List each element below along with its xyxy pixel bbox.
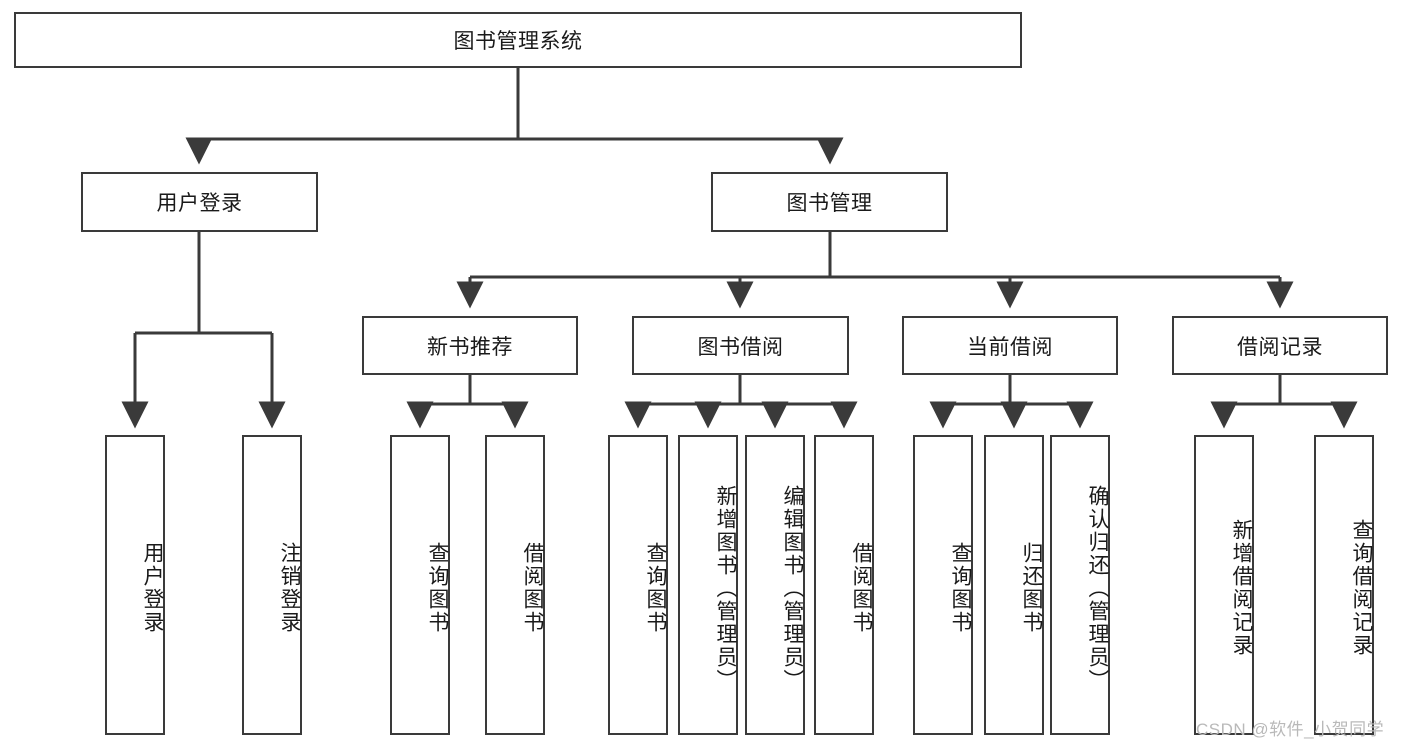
leaf-query-book-current-label: 查询图书: [949, 542, 972, 634]
leaf-return-book-label: 归还图书: [1020, 542, 1043, 634]
leaf-add-book-admin[interactable]: 新增图书（管理员）: [678, 435, 738, 735]
node-user-login[interactable]: 用户登录: [81, 172, 318, 232]
leaf-edit-book-admin-label: 编辑图书（管理员）: [781, 484, 804, 692]
csdn-watermark: CSDN @软件_小贺同学: [1196, 720, 1385, 739]
leaf-query-borrow-record-label: 查询借阅记录: [1350, 519, 1373, 657]
node-book-management[interactable]: 图书管理: [711, 172, 948, 232]
node-root[interactable]: 图书管理系统: [14, 12, 1022, 68]
leaf-edit-book-admin[interactable]: 编辑图书（管理员）: [745, 435, 805, 735]
node-borrow-record[interactable]: 借阅记录: [1172, 316, 1388, 375]
leaf-logout-login[interactable]: 注销登录: [242, 435, 302, 735]
leaf-borrow-book-label: 借阅图书: [850, 542, 873, 634]
leaf-confirm-return-admin-label: 确认归还（管理员）: [1086, 484, 1109, 692]
node-book-management-label: 图书管理: [786, 192, 873, 215]
leaf-return-book[interactable]: 归还图书: [984, 435, 1044, 735]
leaf-add-borrow-record-label: 新增借阅记录: [1230, 519, 1253, 657]
node-current-borrow-label: 当前借阅: [967, 335, 1053, 359]
leaf-query-borrow-record[interactable]: 查询借阅记录: [1314, 435, 1374, 735]
leaf-query-book-recommend-label: 查询图书: [426, 542, 449, 634]
leaf-borrow-book[interactable]: 借阅图书: [814, 435, 874, 735]
node-new-book-recommend[interactable]: 新书推荐: [362, 316, 578, 375]
leaf-user-login-label: 用户登录: [141, 542, 164, 634]
leaf-query-book-borrow-label: 查询图书: [644, 542, 667, 634]
node-book-borrow[interactable]: 图书借阅: [632, 316, 849, 375]
node-current-borrow[interactable]: 当前借阅: [902, 316, 1118, 375]
leaf-logout-login-label: 注销登录: [278, 542, 301, 634]
leaf-add-borrow-record[interactable]: 新增借阅记录: [1194, 435, 1254, 735]
node-book-borrow-label: 图书借阅: [697, 335, 784, 359]
leaf-borrow-book-recommend-label: 借阅图书: [521, 542, 544, 634]
leaf-add-book-admin-label: 新增图书（管理员）: [714, 484, 737, 692]
node-borrow-record-label: 借阅记录: [1237, 335, 1323, 359]
leaf-query-book-current[interactable]: 查询图书: [913, 435, 973, 735]
leaf-query-book-recommend[interactable]: 查询图书: [390, 435, 450, 735]
leaf-confirm-return-admin[interactable]: 确认归还（管理员）: [1050, 435, 1110, 735]
leaf-borrow-book-recommend[interactable]: 借阅图书: [485, 435, 545, 735]
leaf-query-book-borrow[interactable]: 查询图书: [608, 435, 668, 735]
leaf-user-login[interactable]: 用户登录: [105, 435, 165, 735]
node-new-book-recommend-label: 新书推荐: [427, 335, 513, 359]
node-user-login-label: 用户登录: [156, 192, 243, 215]
node-root-label: 图书管理系统: [453, 30, 583, 53]
